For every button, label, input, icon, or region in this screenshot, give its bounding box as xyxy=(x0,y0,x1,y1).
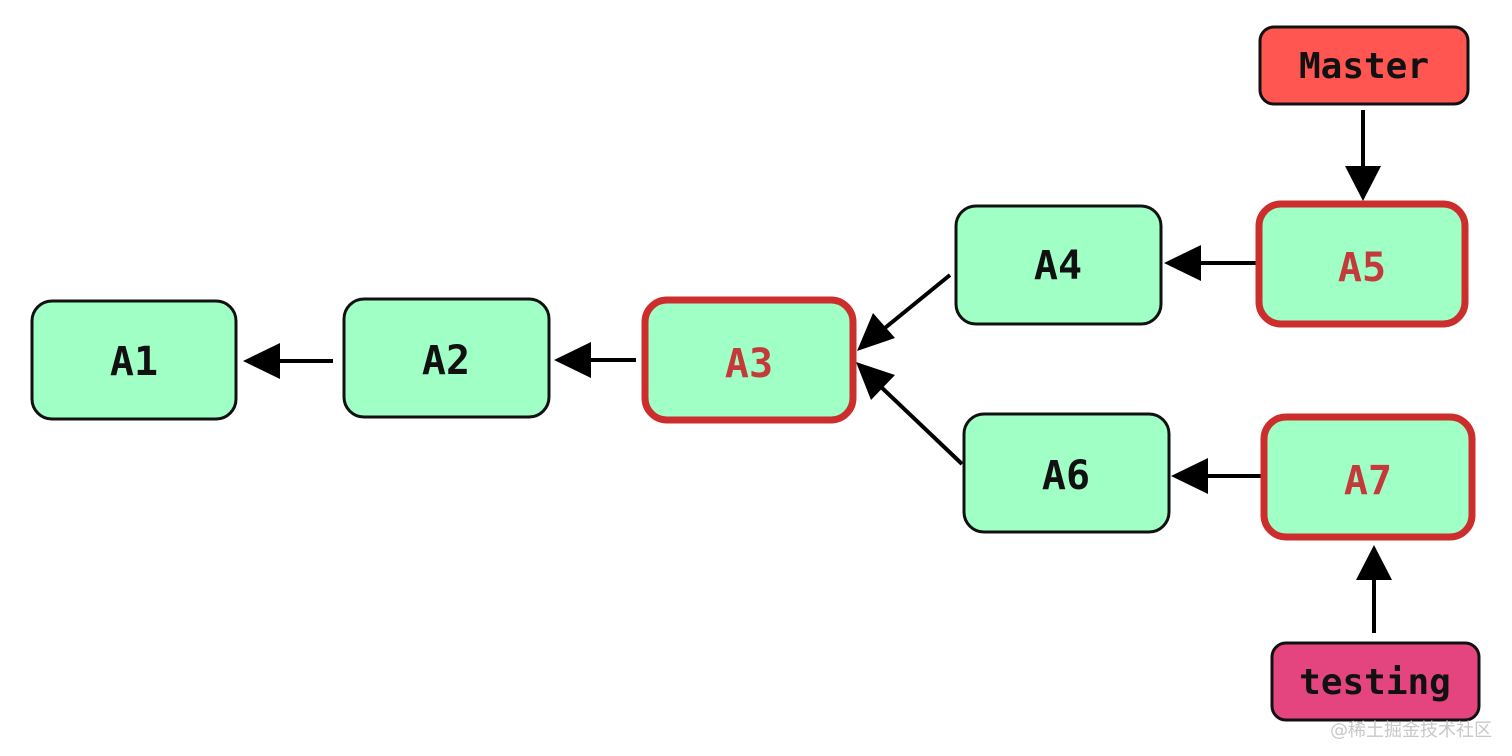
commit-a6-box xyxy=(962,412,1171,534)
commit-a3-label: A3 xyxy=(725,341,773,387)
arrowhead-a2-to-a1 xyxy=(243,343,280,379)
branch-master[interactable]: Master xyxy=(1258,25,1470,106)
commit-a6[interactable]: A6 xyxy=(962,412,1171,534)
arrowhead-a4-to-a3 xyxy=(857,313,895,351)
arrowhead-a6-to-a3 xyxy=(856,362,895,400)
commit-a4-label: A4 xyxy=(1034,243,1082,289)
commit-a3-box xyxy=(641,296,857,424)
commit-a3[interactable]: A3 xyxy=(641,296,857,424)
arrowhead-a5-to-a4 xyxy=(1164,245,1201,281)
edge-a4-to-a3 xyxy=(878,273,952,334)
arrowhead-master-to-a5 xyxy=(1345,166,1381,201)
commit-a1[interactable]: A1 xyxy=(30,299,238,421)
commit-a5-box xyxy=(1255,200,1469,328)
commit-a1-box xyxy=(30,299,238,421)
edge-a6-to-a3 xyxy=(877,383,964,466)
commit-a6-label: A6 xyxy=(1042,453,1090,499)
commit-a4-box xyxy=(954,204,1163,326)
branch-master-box xyxy=(1258,25,1470,106)
branch-testing[interactable]: testing xyxy=(1270,641,1481,722)
commit-a7[interactable]: A7 xyxy=(1260,413,1476,541)
commit-a4[interactable]: A4 xyxy=(954,204,1163,326)
branch-testing-box xyxy=(1270,641,1481,722)
commit-a7-box xyxy=(1260,413,1476,541)
commit-a5[interactable]: A5 xyxy=(1255,200,1469,328)
commit-a2-label: A2 xyxy=(422,338,470,384)
branch-testing-label: testing xyxy=(1299,662,1451,703)
edges xyxy=(243,110,1392,633)
arrowhead-a7-to-a6 xyxy=(1171,458,1208,494)
branch-master-label: Master xyxy=(1299,46,1429,87)
commit-a5-label: A5 xyxy=(1338,245,1386,291)
arrowhead-testing-to-a7 xyxy=(1356,545,1392,580)
arrowhead-a3-to-a2 xyxy=(554,342,591,378)
watermark: @稀土掘金技术社区 xyxy=(1330,720,1492,741)
commit-a2[interactable]: A2 xyxy=(342,297,551,419)
commit-a7-label: A7 xyxy=(1344,458,1392,504)
commit-a2-box xyxy=(342,297,551,419)
commit-a1-label: A1 xyxy=(110,339,158,385)
